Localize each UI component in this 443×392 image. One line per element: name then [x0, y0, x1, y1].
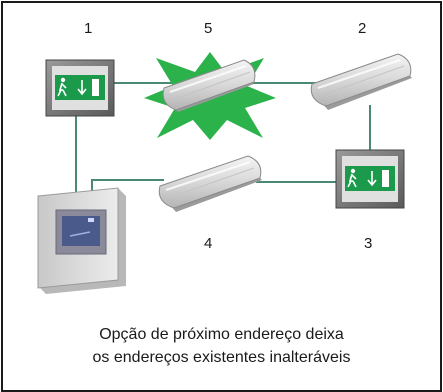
label-node-3: 3 — [364, 235, 373, 252]
label-node-1: 1 — [84, 20, 93, 37]
exit-sign-1-icon — [45, 59, 115, 117]
control-panel-icon — [37, 187, 126, 294]
wire-4-panel — [91, 179, 164, 195]
luminaire-5-icon — [162, 59, 256, 112]
luminaire-2-icon — [310, 53, 412, 110]
caption-line-1: Opção de próximo endereço deixa — [99, 326, 344, 343]
label-node-5: 5 — [204, 20, 213, 37]
label-node-2: 2 — [358, 20, 367, 37]
caption-line-2: os endereços existentes inalteráveis — [92, 349, 351, 366]
label-node-4: 4 — [204, 235, 213, 252]
luminaire-4-icon — [158, 155, 262, 212]
exit-sign-3-icon — [335, 149, 405, 209]
